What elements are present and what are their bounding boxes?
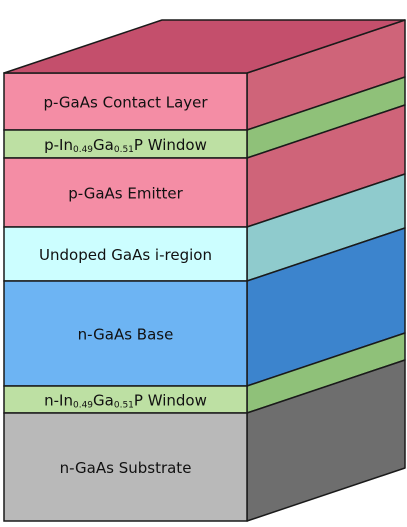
layer-label-emitter: p-GaAs Emitter — [68, 184, 183, 202]
layer-label-substrate: n-GaAs Substrate — [60, 459, 192, 477]
layer-front-window_bottom — [3, 385, 248, 414]
layer-label-contact: p-GaAs Contact Layer — [43, 93, 208, 111]
layer-front-contact — [3, 72, 248, 131]
layer-front-substrate — [3, 412, 248, 522]
layer-front-base — [3, 280, 248, 387]
stack-top-face — [3, 19, 406, 74]
layer-label-window_bottom: n-In0.49Ga0.51P Window — [44, 391, 207, 410]
layer-front-i_region — [3, 226, 248, 282]
layer-front-emitter — [3, 157, 248, 228]
layer-label-base: n-GaAs Base — [78, 325, 174, 343]
layer-label-i_region: Undoped GaAs i-region — [39, 246, 212, 264]
layer-label-window_top: p-In0.49Ga0.51P Window — [44, 136, 207, 155]
